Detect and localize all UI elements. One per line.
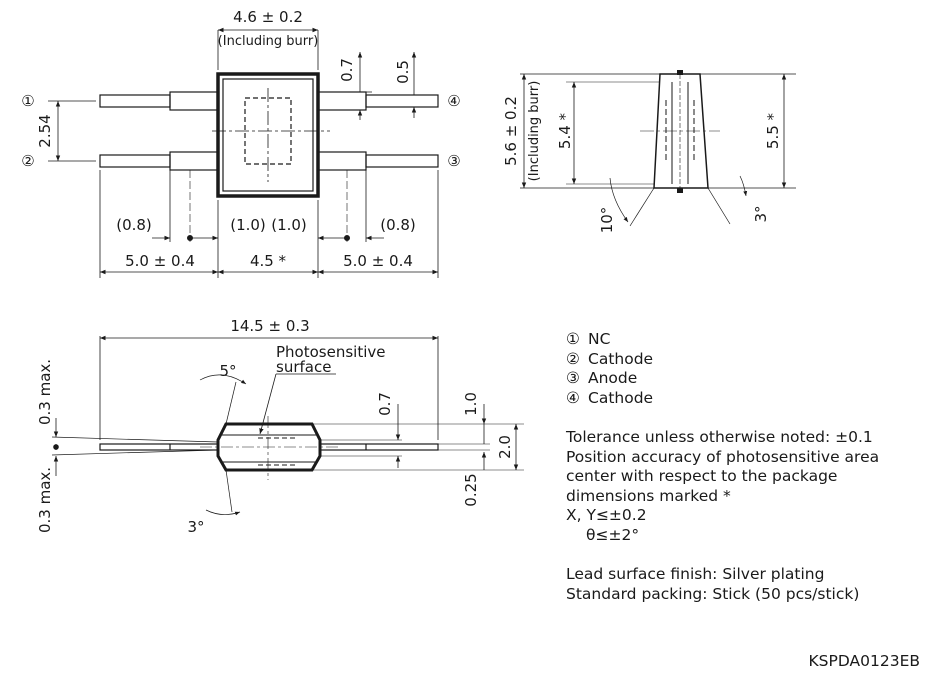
side-angle-right: 3° (752, 205, 770, 222)
front-dim-20: 2.0 (496, 435, 514, 459)
tolerance-note: Tolerance unless otherwise noted: ±0.1 (566, 428, 873, 446)
front-view-labels: 14.5 ± 0.3 Photosensitive surface 5° 3° … (36, 317, 514, 536)
pin-name: Cathode (588, 349, 654, 368)
front-view (51, 335, 524, 516)
front-photo-label-1: Photosensitive (276, 343, 385, 361)
top-view (48, 27, 439, 278)
pin-number: ② (566, 349, 580, 368)
top-lead-len-right: 5.0 ± 0.4 (343, 252, 413, 270)
front-total-len: 14.5 ± 0.3 (230, 317, 309, 335)
top-pin1-label: ① (21, 92, 34, 110)
pin-number: ④ (566, 388, 580, 407)
side-view (520, 70, 796, 227)
lead-finish-note: Lead surface finish: Silver plating (566, 565, 825, 583)
top-view-lead-1 (99, 91, 219, 111)
pin-number: ③ (566, 369, 580, 387)
top-pin4-label: ④ (447, 92, 460, 110)
notes-panel: ① NC ② Cathode ③ Anode ④ Cathode Tolerance u… (566, 330, 936, 604)
front-angle-bottom: 3° (187, 518, 204, 536)
front-dim-07: 0.7 (376, 392, 394, 416)
top-lead-len-left: 5.0 ± 0.4 (125, 252, 195, 270)
top-pin2-label: ② (21, 152, 34, 170)
pin-legend-item: ④ Cathode (566, 389, 936, 409)
side-inner-dim: 5.4 * (556, 112, 574, 149)
front-angle-top: 5° (219, 362, 236, 380)
drawing-code: KSPDA0123EB (808, 652, 921, 670)
side-right-dim: 5.5 * (764, 112, 782, 149)
top-pitch-dim: 2.54 (36, 114, 54, 147)
pin-name: NC (588, 330, 611, 348)
top-lead-w1-dim: 0.7 (338, 58, 356, 82)
pin-legend-item: ③ Anode (566, 369, 936, 389)
top-width-dim: 4.6 ± 0.2 (233, 8, 303, 26)
side-height-note: (Including burr) (527, 81, 542, 182)
top-dim-10-right: (1.0) (271, 216, 307, 234)
pin-legend-item: ① NC (566, 330, 936, 350)
front-dim-10: 1.0 (462, 392, 480, 416)
theta-tolerance: θ≤±2° (586, 525, 640, 544)
top-pin3-label: ③ (447, 152, 460, 170)
top-dim-08-right: (0.8) (380, 216, 416, 234)
side-view-labels: 5.6 ± 0.2 (Including burr) 5.4 * 5.5 * 1… (502, 81, 782, 234)
top-width-note: (Including burr) (218, 34, 319, 49)
position-note-line-3: dimensions marked * (566, 486, 731, 505)
front-max-top: 0.3 max. (36, 359, 54, 425)
pin-legend-item: ② Cathode (566, 350, 936, 370)
top-dim-08-left: (0.8) (116, 216, 152, 234)
front-max-bottom: 0.3 max. (36, 467, 54, 533)
pin-name: Anode (588, 369, 638, 387)
top-view-body-inner (222, 78, 314, 192)
top-view-labels: 4.6 ± 0.2 (Including burr) 2.54 0.7 0.5 … (21, 8, 460, 270)
position-note-line-1: Position accuracy of photosensitive area (566, 447, 880, 466)
top-dim-10-left: (1.0) (230, 216, 266, 234)
top-lead-w2-dim: 0.5 (394, 60, 412, 84)
top-body-len: 4.5 * (250, 252, 287, 270)
position-note-line-2: center with respect to the package (566, 467, 838, 485)
side-angle-left: 10° (598, 207, 616, 234)
top-view-lead-3 (317, 151, 439, 171)
front-photo-label-2: surface (276, 358, 331, 376)
xy-tolerance: X, Y≤±0.2 (566, 506, 647, 524)
packing-note: Standard packing: Stick (50 pcs/stick) (566, 584, 860, 603)
side-height-dim: 5.6 ± 0.2 (502, 96, 520, 166)
top-view-lead-2 (99, 151, 219, 171)
pin-number: ① (566, 330, 580, 348)
top-view-body-outer (216, 72, 320, 198)
front-dim-025: 0.25 (462, 473, 480, 506)
pin-name: Cathode (588, 388, 654, 407)
top-view-lead-4 (317, 91, 439, 111)
